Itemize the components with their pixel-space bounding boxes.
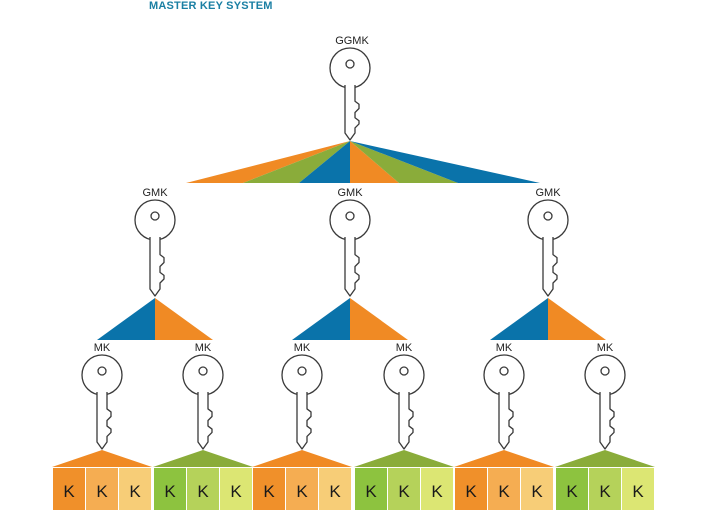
- mk-label: MK: [597, 342, 614, 354]
- group-roof: [354, 450, 454, 467]
- mk-key-icon: [281, 354, 323, 450]
- key-cell: [86, 468, 118, 510]
- key-cell-label: K: [230, 482, 242, 501]
- key-cell: [388, 468, 420, 510]
- gmk-label: GMK: [535, 187, 561, 199]
- group-roof: [454, 450, 554, 467]
- mk-key-icon: [383, 354, 425, 450]
- split-wedge-right: [548, 298, 606, 340]
- split-wedge-left: [97, 298, 155, 340]
- key-cell: [556, 468, 588, 510]
- group-roof: [153, 450, 253, 467]
- key-cell: [286, 468, 318, 510]
- key-cell-label: K: [197, 482, 209, 501]
- gmk-key-icon: [527, 199, 569, 297]
- key-cell: [488, 468, 520, 510]
- fan-wedge: [186, 141, 350, 183]
- diagram-title: MASTER KEY SYSTEM: [149, 0, 273, 12]
- mk-label: MK: [94, 342, 111, 354]
- split-wedge-left: [490, 298, 548, 340]
- gmk-key-icon: [329, 199, 371, 297]
- group-roof: [52, 450, 152, 467]
- group-roof: [555, 450, 655, 467]
- key-cell-label: K: [365, 482, 377, 501]
- mk-key-icon: [483, 354, 525, 450]
- mk-label: MK: [195, 342, 212, 354]
- key-cell: [253, 468, 285, 510]
- mk-key-icon: [584, 354, 626, 450]
- split-wedge-left: [292, 298, 350, 340]
- gmk-key-icon: [134, 199, 176, 297]
- fan-wedge: [243, 141, 350, 183]
- gmk-label: GMK: [337, 187, 363, 199]
- mk-label: MK: [396, 342, 413, 354]
- key-cell-label: K: [398, 482, 410, 501]
- ggmk-key-icon: [329, 47, 371, 141]
- key-cell-label: K: [566, 482, 578, 501]
- mk-key-icon: [81, 354, 123, 450]
- key-cell: [187, 468, 219, 510]
- split-wedge-right: [350, 298, 408, 340]
- ggmk-label: GGMK: [335, 35, 369, 47]
- key-cell: [119, 468, 151, 510]
- key-cell: [622, 468, 654, 510]
- key-cell-label: K: [498, 482, 510, 501]
- key-cell-label: K: [632, 482, 644, 501]
- key-cell: [220, 468, 252, 510]
- mk-key-icon: [182, 354, 224, 450]
- mk-label: MK: [294, 342, 311, 354]
- fan-wedge: [299, 141, 350, 183]
- key-cell: [421, 468, 453, 510]
- key-cell-label: K: [599, 482, 611, 501]
- key-cell: [589, 468, 621, 510]
- key-cell-label: K: [431, 482, 443, 501]
- key-cell: [521, 468, 553, 510]
- split-wedge-right: [155, 298, 213, 340]
- key-cell-label: K: [531, 482, 543, 501]
- gmk-label: GMK: [142, 187, 168, 199]
- key-cell-label: K: [164, 482, 176, 501]
- key-cell-label: K: [96, 482, 108, 501]
- key-cell-label: K: [465, 482, 477, 501]
- key-cell-label: K: [63, 482, 75, 501]
- key-cell: [53, 468, 85, 510]
- key-cell-label: K: [263, 482, 275, 501]
- key-cell: [154, 468, 186, 510]
- key-cell-label: K: [129, 482, 141, 501]
- mk-label: MK: [496, 342, 513, 354]
- fan-wedge: [350, 141, 540, 183]
- key-cell: [355, 468, 387, 510]
- group-roof: [252, 450, 352, 467]
- key-cell: [319, 468, 351, 510]
- key-cell-label: K: [296, 482, 308, 501]
- key-cell: [455, 468, 487, 510]
- key-cell-label: K: [329, 482, 341, 501]
